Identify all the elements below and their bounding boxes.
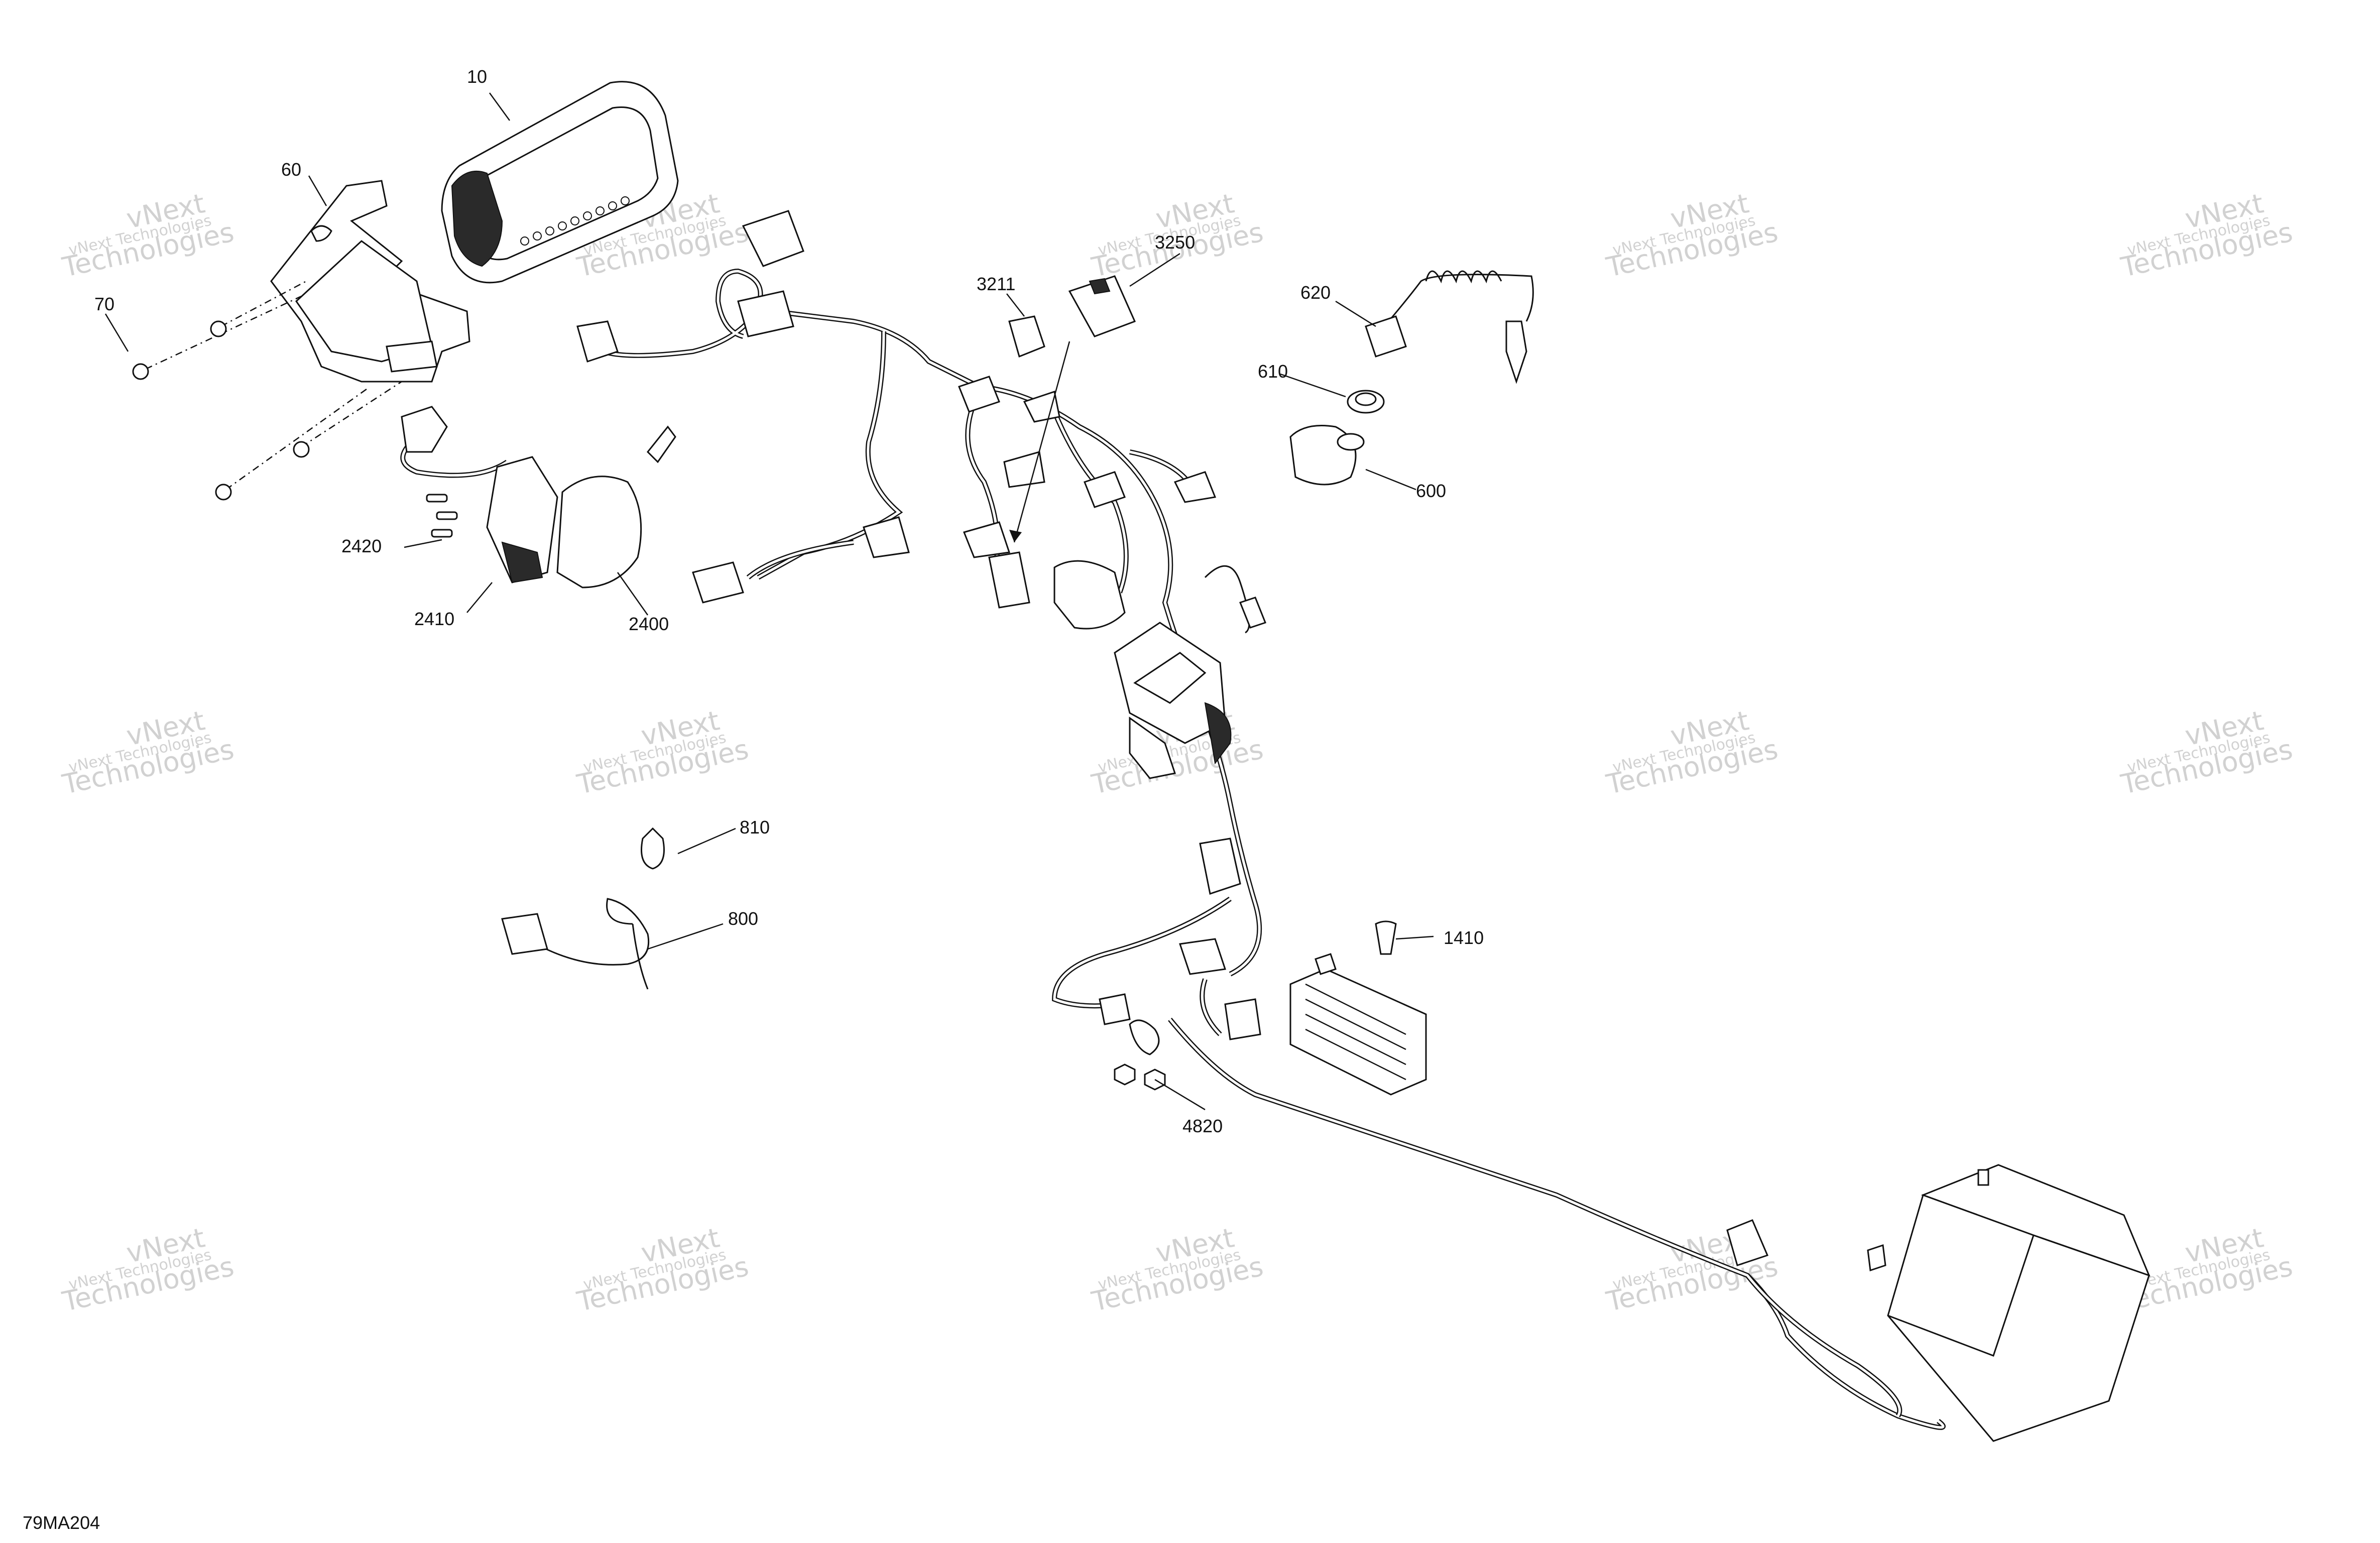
main-wiring-harness bbox=[576, 210, 1946, 1430]
lanyard-cord-part bbox=[1365, 270, 1534, 384]
callout-2410: 2410 bbox=[414, 609, 454, 629]
screws-part bbox=[132, 280, 402, 501]
callout-800: 800 bbox=[728, 908, 758, 929]
display-cluster-part bbox=[441, 81, 679, 284]
callout-610: 610 bbox=[1258, 361, 1288, 382]
callout-810: 810 bbox=[740, 817, 770, 838]
drawing-id: 79MA204 bbox=[23, 1512, 100, 1533]
callout-3250: 3250 bbox=[1155, 232, 1195, 253]
mounting-bracket-part bbox=[270, 180, 470, 383]
sensor-part bbox=[501, 827, 665, 990]
callout-60: 60 bbox=[281, 159, 301, 180]
nuts-part bbox=[1114, 1063, 1166, 1091]
callout-70: 70 bbox=[94, 294, 114, 314]
callout-620: 620 bbox=[1300, 282, 1331, 303]
switch-housing-part bbox=[400, 406, 676, 588]
leader-lines bbox=[104, 92, 1434, 1111]
callout-2420: 2420 bbox=[341, 536, 382, 556]
callout-2400: 2400 bbox=[629, 614, 669, 634]
battery-part bbox=[1867, 1164, 2151, 1442]
voltage-regulator-part bbox=[1289, 920, 1427, 1096]
callout-labels: 10 60 70 3211 3250 620 610 600 2420 2410… bbox=[94, 66, 1484, 1136]
callout-1410: 1410 bbox=[1444, 927, 1484, 948]
callout-3211: 3211 bbox=[977, 274, 1015, 294]
start-switch-part bbox=[1289, 390, 1385, 486]
callout-10: 10 bbox=[467, 66, 487, 87]
callout-600: 600 bbox=[1416, 481, 1446, 501]
callout-4820: 4820 bbox=[1182, 1116, 1223, 1136]
